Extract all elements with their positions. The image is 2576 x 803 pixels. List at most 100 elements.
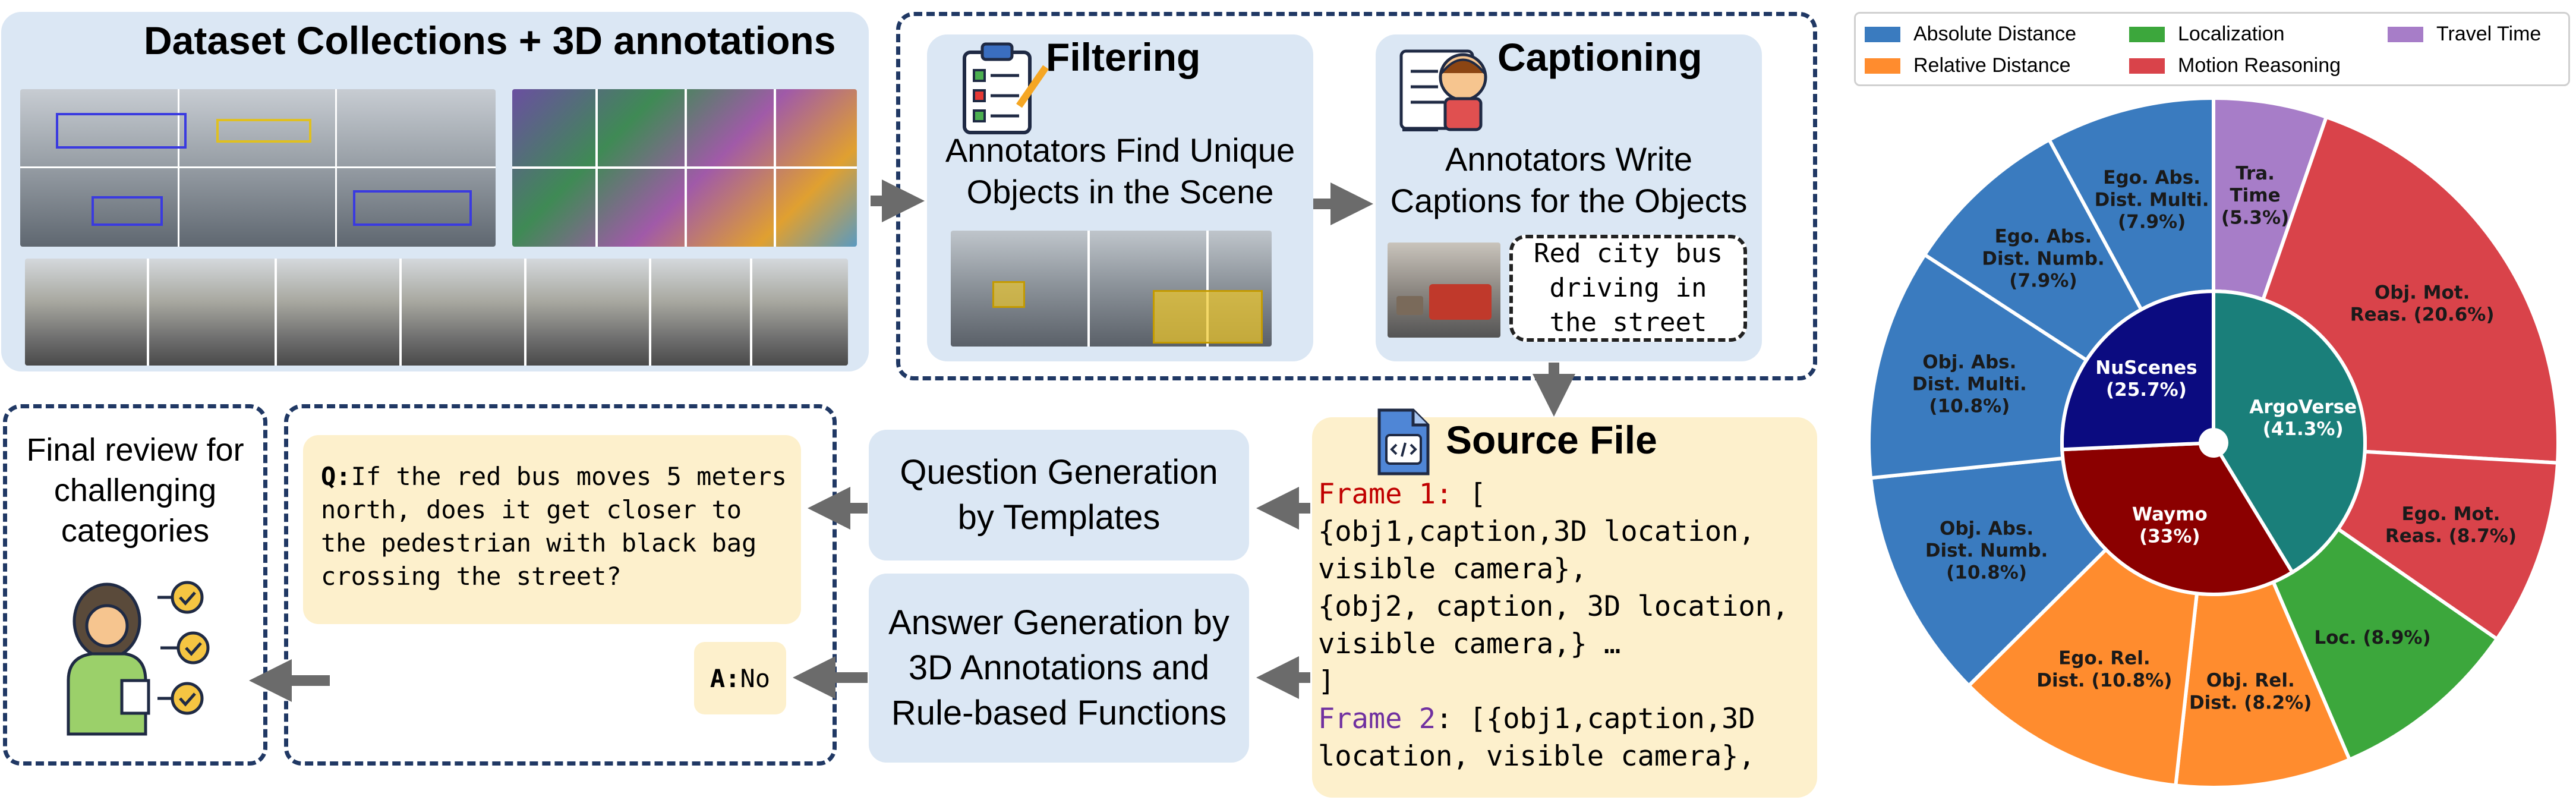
question-prefix: Q: xyxy=(321,462,351,491)
filtering-panel: Filtering Annotators Find Unique Objects… xyxy=(927,34,1313,361)
legend-label: Localization xyxy=(2178,23,2285,45)
frame-1-label: Frame 1: xyxy=(1318,478,1453,511)
outer-ring-label-line: Ego. Mot. xyxy=(2401,503,2500,525)
outer-ring-label: Obj. Mot.Reas. (20.6%) xyxy=(2350,282,2495,325)
frame-2-label: Frame 2 xyxy=(1318,703,1436,735)
inner-ring-label-line: Waymo xyxy=(2132,503,2208,525)
inner-ring-label: Waymo(33%) xyxy=(2132,503,2208,547)
outer-ring-label: Ego. Mot.Reas. (8.7%) xyxy=(2385,503,2517,547)
chart-legend: Absolute Distance Localization Travel Ti… xyxy=(1854,12,2570,86)
outer-ring-label-line: Dist. (10.8%) xyxy=(2036,670,2172,691)
frame-2-rest: : [{obj1,caption,3D xyxy=(1436,703,1755,735)
filtering-title: Filtering xyxy=(1046,35,1201,79)
reviewer-person-icon xyxy=(67,581,210,736)
outer-ring-label-line: Dist. Multi. xyxy=(1912,373,2027,395)
sunburst-chart: Tra.Time(5.3%) Obj. Mot.Reas. (20.6%) Ego.… xyxy=(1867,96,2560,789)
outer-ring-label-line: Ego. Rel. xyxy=(2058,648,2151,669)
source-file-title: Source File xyxy=(1446,418,1657,462)
segmentation-image-collage xyxy=(512,89,857,247)
inner-ring-label-line: (25.7%) xyxy=(2106,379,2187,401)
outer-ring-label-line: (10.8%) xyxy=(1929,396,2010,417)
legend-item-motion-reasoning: Motion Reasoning xyxy=(2129,54,2341,77)
captioning-panel: Captioning Annotators Write Captions for… xyxy=(1376,34,1762,361)
legend-swatch xyxy=(1865,58,1900,74)
outer-ring-label-line: Reas. (20.6%) xyxy=(2350,304,2495,326)
outer-ring-label-line: (10.8%) xyxy=(1946,562,2027,584)
outer-ring-label-line: Ego. Abs. xyxy=(1995,226,2092,247)
source-line-1: {obj1,caption,3D location, xyxy=(1318,515,1755,548)
source-file-icon xyxy=(1377,408,1430,475)
source-line-2: visible camera}, xyxy=(1318,553,1587,585)
outer-ring-label-line: (7.9%) xyxy=(2118,212,2186,233)
legend-label: Relative Distance xyxy=(1913,54,2071,77)
final-review-box xyxy=(3,404,267,766)
question-box: Q:If the red bus moves 5 meters north, d… xyxy=(303,435,801,624)
outer-ring-label: Ego. Abs.Dist. Multi.(7.9%) xyxy=(2095,167,2209,232)
outer-ring-label: Loc. (8.9%) xyxy=(2314,627,2430,648)
frame-1-open: [ xyxy=(1452,478,1486,511)
answer-box: A:No xyxy=(694,642,786,714)
outer-ring-label: Obj. Rel.Dist. (8.2%) xyxy=(2189,670,2312,713)
outer-ring-label-line: Obj. Abs. xyxy=(1922,351,2016,373)
inner-ring-label-line: (33%) xyxy=(2139,526,2200,547)
outer-ring-label-line: (7.9%) xyxy=(2009,270,2077,292)
outer-ring-label-line: Dist. (8.2%) xyxy=(2189,692,2312,713)
inner-ring-label-line: NuScenes xyxy=(2095,357,2197,379)
outer-ring-label-line: Ego. Abs. xyxy=(2103,167,2200,188)
captioning-title: Captioning xyxy=(1497,35,1702,79)
legend-item-absolute-distance: Absolute Distance xyxy=(1865,23,2076,46)
multi-camera-image-grid xyxy=(20,89,496,247)
inner-ring-label: NuScenes(25.7%) xyxy=(2095,357,2197,401)
inner-ring-label: ArgoVerse(41.3%) xyxy=(2249,396,2357,440)
source-line-5: ] xyxy=(1318,665,1335,698)
source-file-content: Frame 1: [ {obj1,caption,3D location, vi… xyxy=(1318,475,1789,775)
legend-label: Travel Time xyxy=(2436,23,2542,45)
outer-ring-label-line: Obj. Mot. xyxy=(2375,282,2470,303)
clipboard-checklist-icon xyxy=(963,42,1049,134)
outer-ring-label-line: Dist. Multi. xyxy=(2095,189,2209,210)
outer-ring-label-line: (5.3%) xyxy=(2221,207,2289,228)
inner-ring-label-line: ArgoVerse xyxy=(2249,396,2357,418)
final-review-text: Final review for challenging categories xyxy=(26,432,244,549)
caption-example-box: Red city bus driving in the street xyxy=(1509,235,1747,342)
captioning-description: Annotators Write Captions for the Object… xyxy=(1390,140,1748,219)
legend-swatch xyxy=(2388,26,2423,42)
dataset-collections-title: Dataset Collections + 3D annotations xyxy=(144,18,836,62)
legend-label: Absolute Distance xyxy=(1913,23,2077,45)
outer-ring-label: Obj. Abs.Dist. Numb.(10.8%) xyxy=(1925,518,2048,583)
filtering-street-image xyxy=(951,231,1272,347)
outer-ring-label-line: Tra. xyxy=(2236,163,2275,184)
annotator-caption-icon xyxy=(1399,49,1487,131)
captioning-bus-image xyxy=(1388,243,1500,338)
outer-ring-label-line: Dist. Numb. xyxy=(1925,540,2048,562)
legend-label: Motion Reasoning xyxy=(2178,54,2341,77)
dataset-collections-panel: Dataset Collections + 3D annotations xyxy=(1,12,869,371)
outer-ring-label: Tra.Time(5.3%) xyxy=(2221,163,2289,228)
source-line-4: visible camera,} … xyxy=(1318,628,1621,660)
source-line-3: {obj2, caption, 3D location, xyxy=(1318,590,1789,623)
answer-text: No xyxy=(740,663,771,693)
question-text: If the red bus moves 5 meters north, doe… xyxy=(321,462,787,591)
legend-item-travel-time: Travel Time xyxy=(2388,23,2541,46)
outer-ring-label: Ego. Abs.Dist. Numb.(7.9%) xyxy=(1982,226,2104,291)
inner-ring-label-line: (41.3%) xyxy=(2263,418,2344,440)
panoramic-street-images xyxy=(25,259,848,366)
question-generation-box: Question Generation by Templates xyxy=(869,430,1249,560)
outer-ring-label-line: Obj. Abs. xyxy=(1940,518,2033,539)
outer-ring-label: Ego. Rel.Dist. (10.8%) xyxy=(2036,648,2172,691)
outer-ring-label-line: Obj. Rel. xyxy=(2206,670,2295,691)
filtering-description: Annotators Find Unique Objects in the Sc… xyxy=(945,131,1295,210)
answer-prefix: A: xyxy=(710,663,740,693)
center-hole xyxy=(2200,430,2227,456)
source-line-last: location, visible camera}, xyxy=(1318,740,1755,773)
outer-ring-label: Obj. Abs.Dist. Multi.(10.8%) xyxy=(1912,351,2027,417)
legend-item-localization: Localization xyxy=(2129,23,2285,46)
outer-ring-label-line: Time xyxy=(2230,185,2281,206)
outer-ring-label-line: Loc. (8.9%) xyxy=(2314,627,2430,648)
legend-swatch xyxy=(2129,58,2165,74)
source-file-panel: Source File Frame 1: [ {obj1,caption,3D … xyxy=(1312,408,1817,798)
outer-ring-label-line: Reas. (8.7%) xyxy=(2385,525,2517,547)
legend-swatch xyxy=(1865,26,1900,42)
legend-item-relative-distance: Relative Distance xyxy=(1865,54,2071,77)
